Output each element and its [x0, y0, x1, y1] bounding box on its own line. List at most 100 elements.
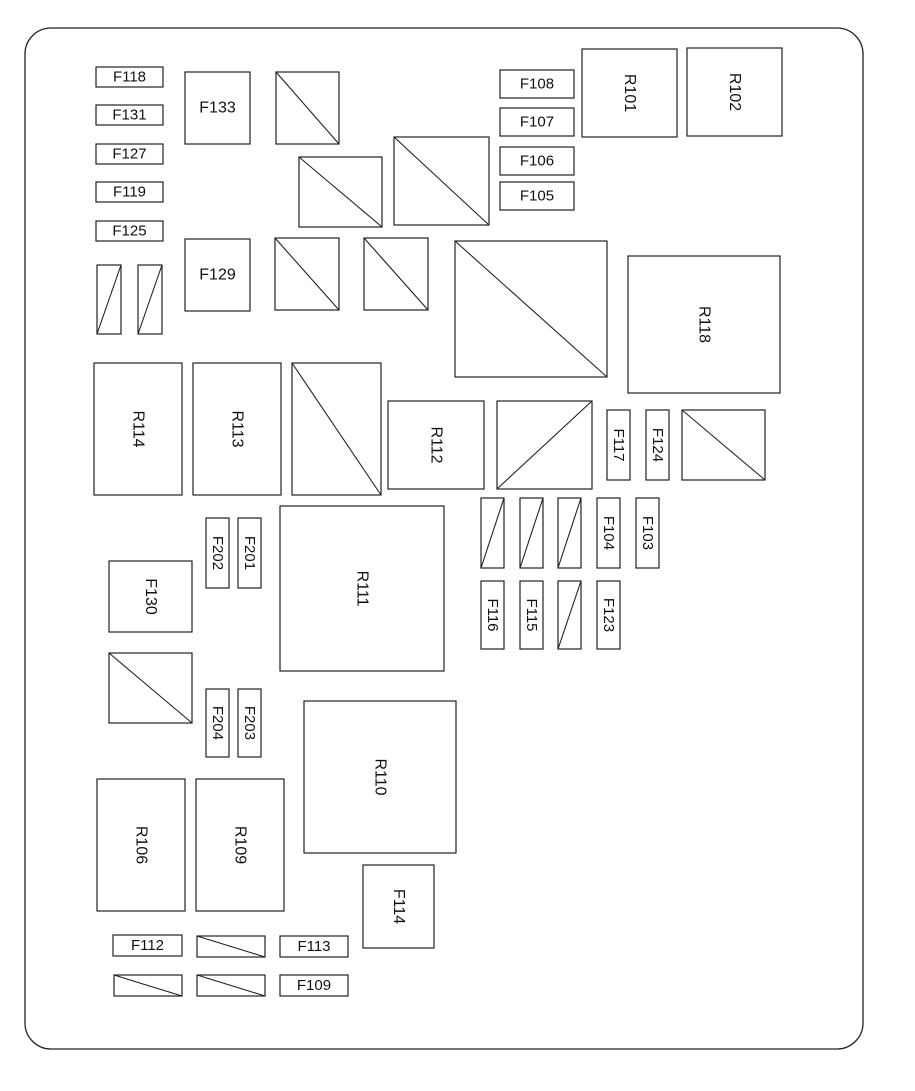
component-label: R118	[696, 306, 713, 343]
fuse-f130: F130	[108, 560, 193, 633]
component-label: F118	[113, 69, 146, 86]
empty-slot	[113, 974, 183, 997]
relay-r110: R110	[303, 700, 457, 854]
fuse-slot-outline	[596, 497, 621, 569]
empty-slot	[557, 497, 582, 569]
relay-slot-outline	[192, 362, 282, 496]
fuse-slot-outline	[499, 181, 575, 211]
relay-r114: R114	[93, 362, 183, 496]
relay-slot-outline	[686, 47, 783, 137]
component-label: F117	[610, 428, 627, 461]
empty-slot	[454, 240, 608, 378]
component-label: R111	[354, 571, 371, 607]
fuse-slot-outline	[112, 934, 183, 957]
fuse-slot-outline	[184, 71, 251, 145]
component-label: F114	[390, 889, 407, 924]
relay-r109: R109	[195, 778, 285, 912]
fuse-f114: F114	[362, 864, 435, 949]
empty-slot	[137, 264, 163, 335]
empty-slot	[363, 237, 429, 311]
relay-slot-outline	[303, 700, 457, 854]
relay-slot-outline	[195, 778, 285, 912]
fuse-f106: F106	[499, 146, 575, 176]
empty-slot	[480, 497, 505, 569]
fuse-f119: F119	[95, 181, 164, 203]
fuse-slot-outline	[108, 560, 193, 633]
empty-slot	[196, 974, 266, 997]
fuse-f105: F105	[499, 181, 575, 211]
component-label: F116	[484, 598, 501, 631]
component-label: F106	[520, 153, 554, 170]
empty-slot	[275, 71, 340, 145]
component-label: F201	[241, 536, 258, 570]
component-label: F103	[639, 516, 656, 550]
component-label: F119	[113, 184, 146, 201]
empty-slot	[291, 362, 382, 496]
component-label: F131	[112, 107, 146, 124]
fuse-f116: F116	[480, 580, 505, 650]
component-label: F108	[520, 76, 554, 93]
component-label: F129	[199, 267, 236, 284]
empty-slot	[96, 264, 122, 335]
component-label: R101	[621, 74, 638, 112]
fuse-f203: F203	[237, 688, 262, 758]
component-label: F123	[600, 598, 617, 632]
component-label: R112	[428, 426, 445, 463]
empty-slot	[196, 935, 266, 958]
fuse-f201: F201	[237, 517, 262, 589]
fuse-slot-outline	[237, 517, 262, 589]
component-label: F115	[523, 598, 540, 631]
empty-slot-diagonal	[113, 974, 183, 997]
component-label: F202	[209, 536, 226, 570]
empty-slot	[681, 409, 766, 481]
relay-slot-outline	[96, 778, 186, 912]
empty-slot-diagonal	[363, 237, 429, 311]
fuse-f125: F125	[95, 220, 164, 242]
relay-r118: R118	[627, 255, 781, 394]
fuse-slot-outline	[499, 69, 575, 99]
component-label: R114	[130, 410, 147, 447]
fuse-slot-outline	[362, 864, 435, 949]
fuse-slot-outline	[596, 580, 621, 650]
fuse-f124: F124	[645, 409, 670, 481]
fuse-f109: F109	[279, 974, 349, 997]
fuse-f129: F129	[184, 238, 251, 312]
component-label: F133	[199, 100, 236, 117]
component-label: F105	[520, 188, 554, 205]
empty-slot-diagonal	[196, 974, 266, 997]
component-label: F112	[131, 937, 164, 954]
fuse-slot-outline	[95, 181, 164, 203]
fuse-slot-outline	[237, 688, 262, 758]
empty-slot-diagonal	[519, 497, 544, 569]
empty-slot-diagonal	[108, 652, 193, 724]
component-label: F203	[241, 706, 258, 740]
fuse-f118: F118	[95, 66, 164, 88]
fuse-f202: F202	[205, 517, 230, 589]
fuse-slot-outline	[635, 497, 660, 569]
fuse-slot-outline	[645, 409, 670, 481]
fuse-f123: F123	[596, 580, 621, 650]
empty-slot	[274, 237, 340, 311]
relay-r111: R111	[279, 505, 445, 672]
component-label: F125	[112, 223, 146, 240]
relay-r112: R112	[387, 400, 485, 490]
empty-slot-diagonal	[496, 400, 593, 490]
empty-slot-diagonal	[274, 237, 340, 311]
fuse-f103: F103	[635, 497, 660, 569]
fuse-f131: F131	[95, 104, 164, 126]
fuse-slot-outline	[95, 143, 164, 165]
fuse-slot-outline	[184, 238, 251, 312]
component-label: R106	[133, 826, 150, 864]
fuse-f115: F115	[519, 580, 544, 650]
fuse-slot-outline	[95, 104, 164, 126]
relay-slot-outline	[627, 255, 781, 394]
relay-r101: R101	[581, 48, 678, 138]
empty-slot	[298, 156, 383, 228]
fuse-slot-outline	[205, 688, 230, 758]
empty-slot-diagonal	[480, 497, 505, 569]
fuse-f107: F107	[499, 107, 575, 137]
relay-slot-outline	[581, 48, 678, 138]
fuse-slot-outline	[499, 107, 575, 137]
fuse-slot-outline	[480, 580, 505, 650]
